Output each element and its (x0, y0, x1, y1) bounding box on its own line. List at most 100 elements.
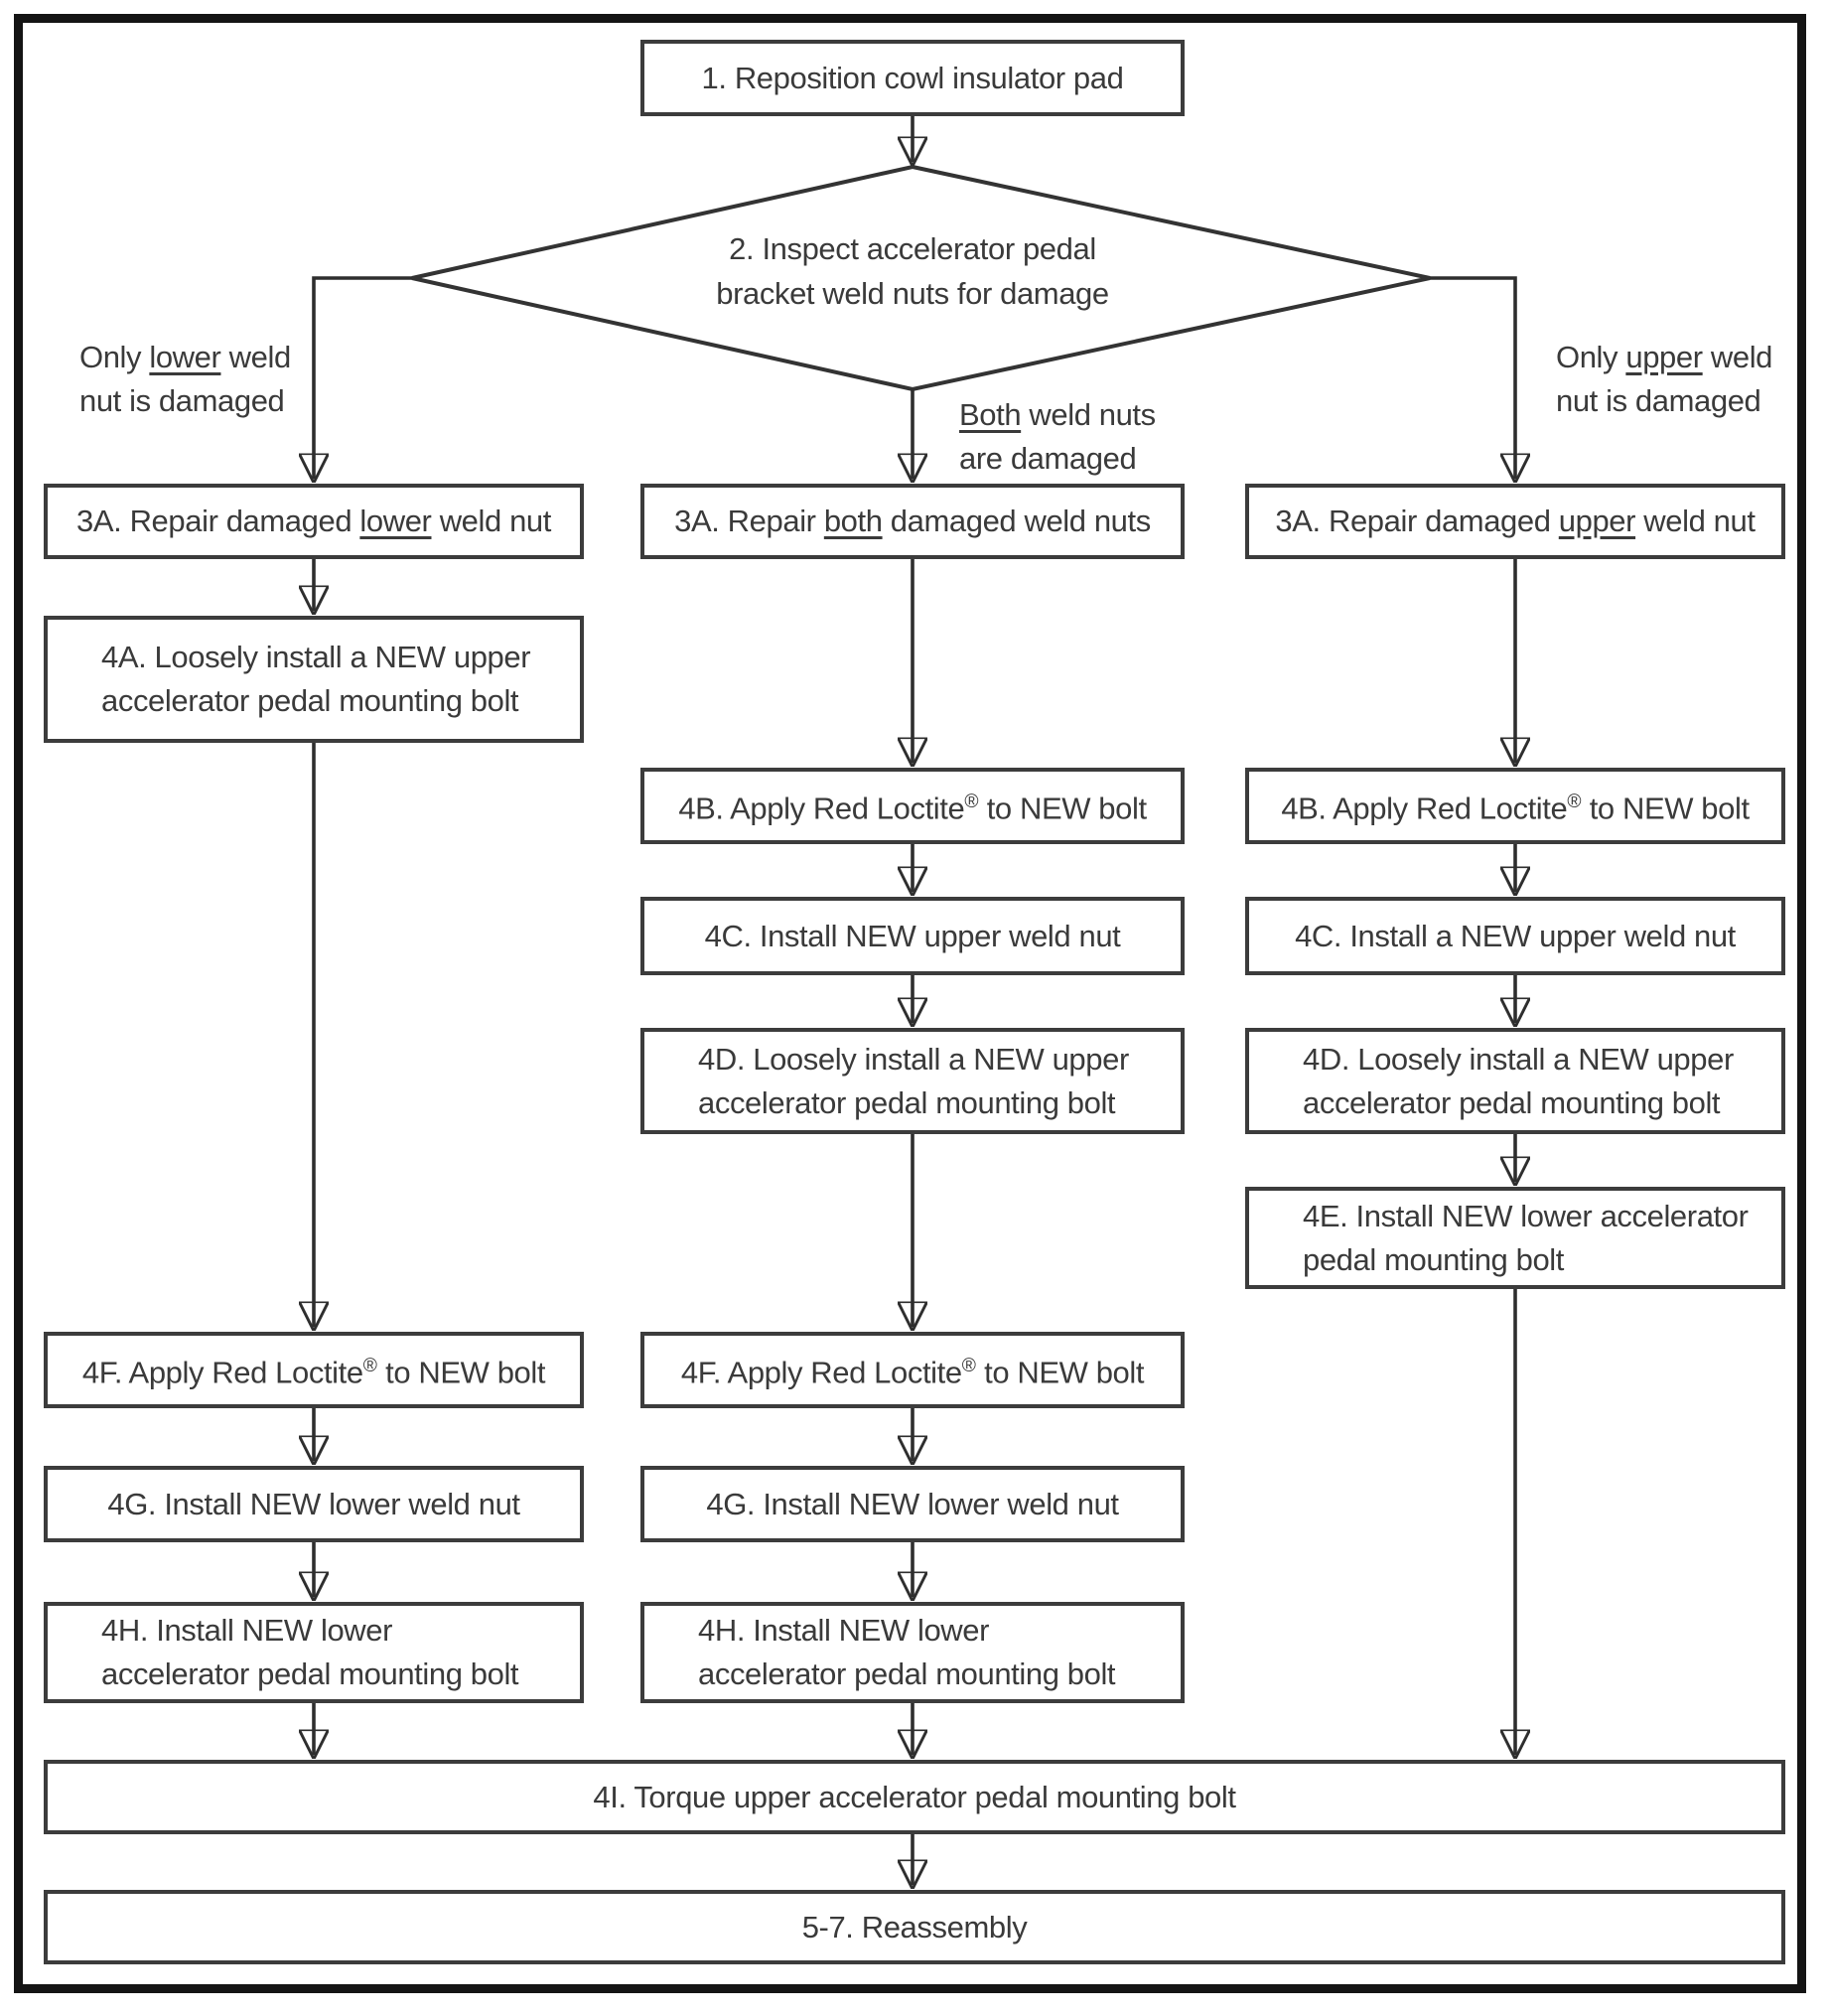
condition-both-line2: are damaged (959, 437, 1156, 481)
text-segment: 1. Reposition cowl insulator pad (701, 60, 1124, 95)
node-step4b-right: 4B. Apply Red Loctite® to NEW bolt (1245, 768, 1785, 844)
node-step1: 1. Reposition cowl insulator pad (640, 40, 1185, 116)
text-segment: weld (1702, 340, 1773, 374)
text-segment: to NEW bolt (376, 1355, 546, 1390)
node-step2-line1: 2. Inspect accelerator pedal (615, 226, 1210, 271)
node-step4a-line1: 4A. Loosely install a NEW upper (101, 636, 531, 679)
node-repair-upper-label: 3A. Repair damaged upper weld nut (1265, 500, 1764, 543)
text-segment: upper (1558, 504, 1636, 538)
text-segment: 2. Inspect accelerator pedal (729, 231, 1096, 266)
node-step4h-left-line1: 4H. Install NEW lower (101, 1609, 518, 1653)
text-segment: 4G. Install NEW lower weld nut (706, 1486, 1119, 1521)
text-segment: 4B. Apply Red Loctite (1281, 791, 1568, 826)
text-segment: 4E. Install NEW lower accelerator (1303, 1198, 1749, 1233)
node-step4d-right: 4D. Loosely install a NEW upper accelera… (1245, 1028, 1785, 1134)
node-step2-label: 2. Inspect accelerator pedal bracket wel… (615, 226, 1210, 316)
text-segment: accelerator pedal mounting bolt (698, 1656, 1116, 1691)
text-segment: Both (959, 397, 1022, 432)
text-segment: accelerator pedal mounting bolt (101, 1656, 519, 1691)
node-step4g-mid: 4G. Install NEW lower weld nut (640, 1466, 1185, 1542)
node-step4h-left: 4H. Install NEW lower accelerator pedal … (44, 1602, 584, 1703)
text-segment: weld nut (1635, 504, 1756, 538)
node-step4e: 4E. Install NEW lower accelerator pedal … (1245, 1187, 1785, 1289)
node-step2-line2: bracket weld nuts for damage (615, 271, 1210, 316)
node-repair-upper: 3A. Repair damaged upper weld nut (1245, 484, 1785, 559)
node-reassembly: 5-7. Reassembly (44, 1890, 1785, 1964)
text-segment: lower (149, 340, 221, 374)
text-segment: 4F. Apply Red Loctite (680, 1355, 962, 1390)
text-segment: both (823, 504, 883, 538)
text-segment: lower (359, 504, 432, 538)
node-step4a: 4A. Loosely install a NEW upper accelera… (44, 616, 584, 743)
condition-both-line1: Both weld nuts (959, 393, 1156, 437)
condition-only-upper-line1: Only upper weld (1556, 336, 1772, 379)
node-step1-label: 1. Reposition cowl insulator pad (692, 57, 1134, 100)
text-segment: weld (220, 340, 292, 374)
node-step4e-line2: pedal mounting bolt (1303, 1238, 1749, 1282)
text-segment: 3A. Repair damaged (1275, 504, 1559, 538)
node-step4i: 4I. Torque upper accelerator pedal mount… (44, 1760, 1785, 1834)
text-segment: 4H. Install NEW lower (101, 1613, 393, 1648)
text-segment: 4C. Install NEW upper weld nut (704, 918, 1121, 953)
node-step4h-mid: 4H. Install NEW lower accelerator pedal … (640, 1602, 1185, 1703)
node-step4i-label: 4I. Torque upper accelerator pedal mount… (583, 1776, 1245, 1819)
node-step4b-mid-label: 4B. Apply Red Loctite® to NEW bolt (668, 781, 1156, 830)
text-segment: accelerator pedal mounting bolt (101, 683, 519, 718)
node-step4g-left: 4G. Install NEW lower weld nut (44, 1466, 584, 1542)
node-step4h-mid-line2: accelerator pedal mounting bolt (698, 1653, 1116, 1696)
text-segment: ® (961, 1356, 976, 1377)
text-segment: pedal mounting bolt (1303, 1241, 1564, 1277)
node-step4c-mid-label: 4C. Install NEW upper weld nut (695, 915, 1131, 958)
text-segment: ® (1567, 792, 1582, 813)
node-step4h-left-line2: accelerator pedal mounting bolt (101, 1653, 519, 1696)
text-segment: 4D. Loosely install a NEW upper (698, 1041, 1129, 1077)
node-step4c-right-label: 4C. Install a NEW upper weld nut (1285, 915, 1746, 958)
text-segment: 4C. Install a NEW upper weld nut (1295, 918, 1736, 953)
node-step4g-left-label: 4G. Install NEW lower weld nut (97, 1483, 529, 1526)
text-segment: 4A. Loosely install a NEW upper (101, 640, 531, 674)
node-step4d-right-line1: 4D. Loosely install a NEW upper (1303, 1038, 1734, 1081)
text-segment: bracket weld nuts for damage (716, 276, 1109, 311)
node-repair-lower: 3A. Repair damaged lower weld nut (44, 484, 584, 559)
node-repair-both-label: 3A. Repair both damaged weld nuts (664, 500, 1161, 543)
node-step4b-right-label: 4B. Apply Red Loctite® to NEW bolt (1271, 781, 1759, 830)
node-step4h-mid-line1: 4H. Install NEW lower (698, 1609, 1115, 1653)
node-repair-lower-label: 3A. Repair damaged lower weld nut (67, 500, 561, 543)
node-step4e-line1: 4E. Install NEW lower accelerator (1303, 1195, 1749, 1238)
node-step4a-line2: accelerator pedal mounting bolt (101, 679, 530, 723)
condition-only-upper-line2: nut is damaged (1556, 379, 1772, 423)
text-segment: 4F. Apply Red Loctite (81, 1355, 363, 1390)
text-segment: 4G. Install NEW lower weld nut (107, 1486, 520, 1521)
text-segment: to NEW bolt (978, 791, 1147, 826)
node-step4d-mid-line1: 4D. Loosely install a NEW upper (698, 1038, 1129, 1081)
text-segment: Only (79, 340, 150, 374)
text-segment: to NEW bolt (975, 1355, 1145, 1390)
node-reassembly-label: 5-7. Reassembly (792, 1906, 1038, 1949)
condition-both: Both weld nuts are damaged (959, 393, 1156, 481)
node-step4c-right: 4C. Install a NEW upper weld nut (1245, 897, 1785, 975)
condition-only-upper: Only upper weld nut is damaged (1556, 336, 1772, 423)
text-segment: upper (1625, 340, 1703, 374)
node-step4b-mid: 4B. Apply Red Loctite® to NEW bolt (640, 768, 1185, 844)
text-segment: weld nut (431, 504, 552, 538)
condition-only-lower-line2: nut is damaged (79, 379, 291, 423)
node-step4c-mid: 4C. Install NEW upper weld nut (640, 897, 1185, 975)
text-segment: damaged weld nuts (882, 504, 1151, 538)
node-step4g-mid-label: 4G. Install NEW lower weld nut (696, 1483, 1128, 1526)
branch-only-lower (314, 276, 412, 479)
node-step4f-mid-label: 4F. Apply Red Loctite® to NEW bolt (671, 1345, 1154, 1394)
text-segment: 4H. Install NEW lower (698, 1613, 990, 1648)
node-step4f-left-label: 4F. Apply Red Loctite® to NEW bolt (72, 1345, 555, 1394)
text-segment: 4D. Loosely install a NEW upper (1303, 1041, 1734, 1077)
text-segment: Only (1556, 340, 1626, 374)
node-step4f-mid: 4F. Apply Red Loctite® to NEW bolt (640, 1332, 1185, 1408)
node-step4f-left: 4F. Apply Red Loctite® to NEW bolt (44, 1332, 584, 1408)
text-segment: 5-7. Reassembly (801, 1909, 1028, 1944)
text-segment: 4B. Apply Red Loctite (678, 791, 965, 826)
condition-only-lower-line1: Only lower weld (79, 336, 291, 379)
branch-only-upper (1430, 276, 1515, 479)
condition-only-lower: Only lower weld nut is damaged (79, 336, 291, 423)
text-segment: weld nuts (1021, 397, 1156, 432)
text-segment: nut is damaged (79, 383, 285, 418)
